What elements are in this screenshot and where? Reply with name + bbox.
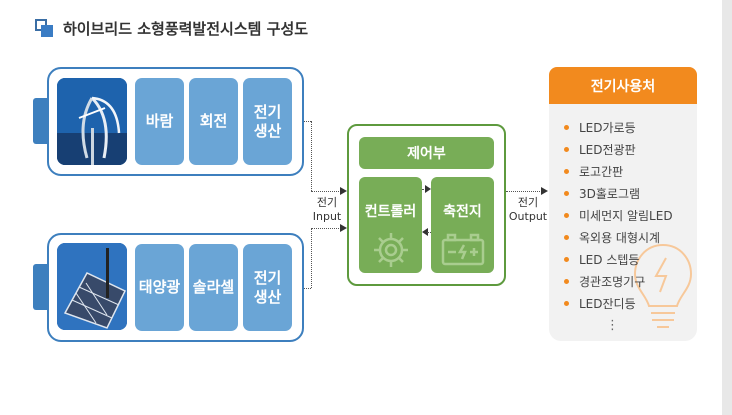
- output-label: 전기 Output: [508, 196, 548, 223]
- uses-panel: [549, 104, 697, 341]
- wind-connector-v: [311, 121, 312, 191]
- gear-icon: [374, 233, 408, 267]
- internal-arrow-right-line: [422, 189, 426, 190]
- lightbulb-icon: [633, 243, 693, 328]
- solar-connector-in: [311, 228, 341, 229]
- uses-header: 전기사용처: [549, 67, 697, 104]
- list-item: LED전광판: [564, 138, 694, 160]
- internal-arrow-left: [422, 228, 428, 236]
- list-item: 미세먼지 알림LED: [564, 204, 694, 226]
- solar-block-sunlight: 태양광: [135, 244, 184, 331]
- input-arrow-bottom: [340, 224, 347, 232]
- controller-header: 제어부: [359, 137, 494, 169]
- output-connector: [506, 191, 542, 192]
- list-item: 3D홀로그램: [564, 182, 694, 204]
- output-arrow: [541, 187, 548, 195]
- wind-turbine-image: [57, 78, 127, 165]
- input-arrow-top: [340, 187, 347, 195]
- list-item: LED 스텝등: [564, 248, 694, 270]
- list-item: LED가로등: [564, 116, 694, 138]
- battery-icon: [441, 233, 485, 266]
- wind-block-wind: 바람: [135, 78, 184, 165]
- internal-arrow-right: [425, 185, 431, 193]
- wind-connector-h: [304, 121, 311, 122]
- controller-label: 컨트롤러: [364, 204, 417, 220]
- list-item: 로고간판: [564, 160, 694, 182]
- input-label: 전기 Input: [312, 196, 342, 223]
- wind-connector-in: [311, 191, 341, 192]
- battery-cell: 축전지: [431, 177, 494, 273]
- title-icon: [35, 19, 55, 39]
- solar-connector-h: [304, 288, 311, 289]
- list-item: 옥외용 대형시계: [564, 226, 694, 248]
- solar-panel-image: [57, 243, 127, 330]
- uses-list: LED가로등 LED전광판 로고간판 3D홀로그램 미세먼지 알림LED 옥외용…: [564, 116, 694, 314]
- wind-block-rotation: 회전: [189, 78, 238, 165]
- solar-connector-v: [311, 228, 312, 288]
- diagram-title: 하이브리드 소형풍력발전시스템 구성도: [63, 20, 309, 38]
- internal-arrow-left-line: [427, 232, 431, 233]
- battery-label: 축전지: [443, 204, 482, 220]
- scrollbar[interactable]: [722, 0, 732, 415]
- wind-panel-tab: [33, 98, 49, 144]
- solar-block-solar-cell: 솔라셀: [189, 244, 238, 331]
- list-item: LED잔디등: [564, 292, 694, 314]
- more-indicator: ⋮: [606, 318, 619, 333]
- wind-block-generation: 전기 생산: [243, 78, 292, 165]
- controller-cell: 컨트롤러: [359, 177, 422, 273]
- solar-panel-tab: [33, 264, 49, 310]
- list-item: 경관조명기구: [564, 270, 694, 292]
- solar-block-generation: 전기 생산: [243, 244, 292, 331]
